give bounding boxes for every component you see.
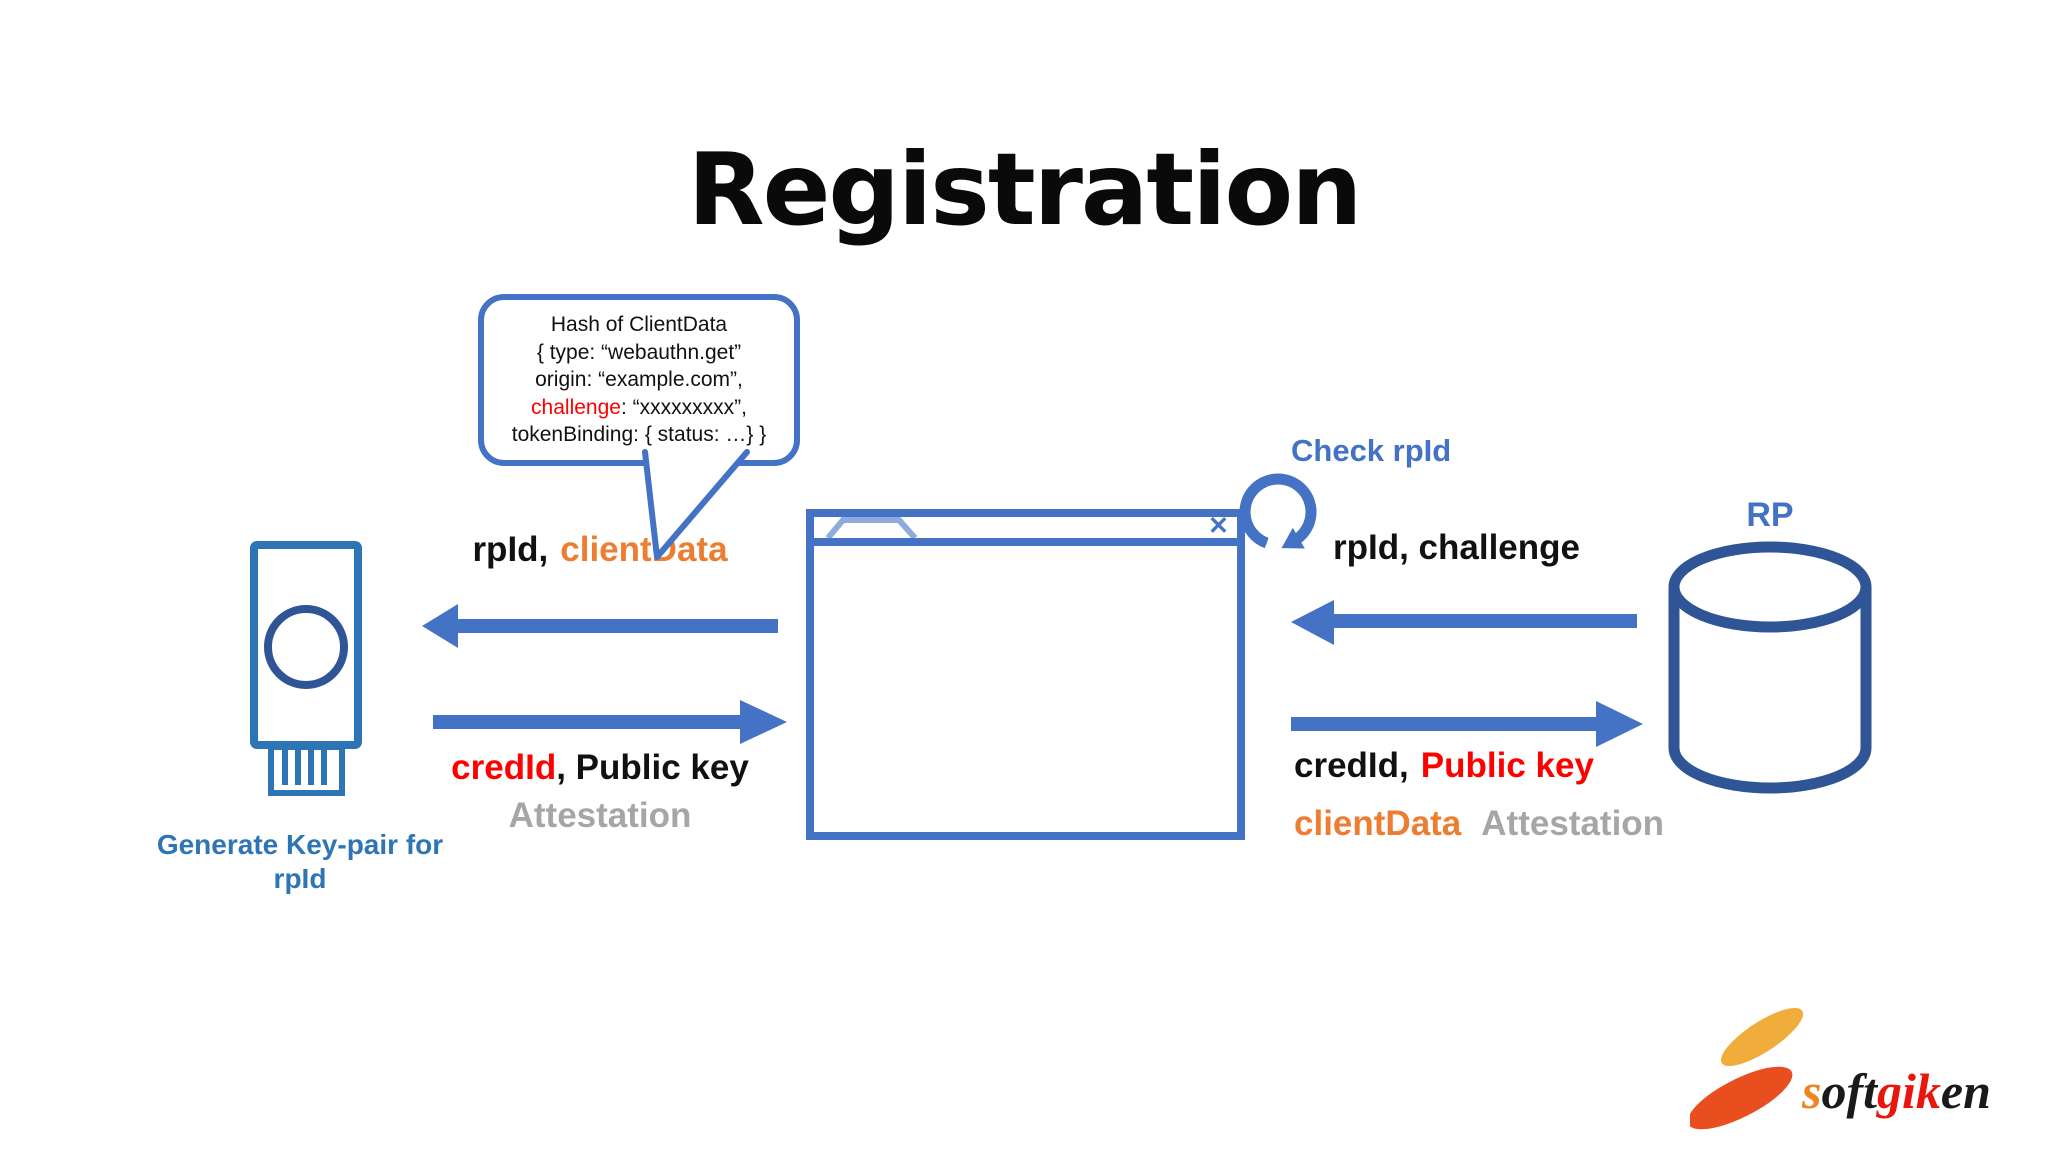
close-icon: ✕ bbox=[1208, 512, 1229, 540]
label-right-request: rpId, challenge bbox=[1333, 528, 1580, 567]
bubble-line: { type: “webauthn.get” bbox=[536, 340, 742, 364]
label-left-request: rpId,clientData bbox=[472, 530, 728, 569]
arrow-to-browser-icon bbox=[1291, 600, 1637, 645]
arrow-from-authenticator-icon bbox=[433, 700, 787, 744]
clientdata-text: clientData bbox=[560, 530, 728, 569]
bubble-challenge-text: challenge bbox=[531, 395, 621, 419]
arrow-to-rp-icon bbox=[1291, 701, 1643, 747]
attestation-text: Attestation bbox=[1481, 804, 1665, 843]
rp-database-icon bbox=[1668, 541, 1872, 794]
clientdata-text: clientData bbox=[1294, 804, 1462, 843]
key-button bbox=[264, 605, 348, 689]
bubble-line: tokenBinding: { status: …} } bbox=[511, 423, 767, 446]
publickey-text: Public key bbox=[1420, 746, 1594, 785]
page-title: Registration bbox=[687, 131, 1363, 248]
softgiken-logo-text: softgiken bbox=[1802, 1063, 1991, 1119]
bubble-line: origin: “example.com”, bbox=[535, 368, 743, 391]
speech-bubble: Hash of ClientData { type: “webauthn.get… bbox=[478, 294, 800, 466]
bubble-challenge-value: : “xxxxxxxxx”, bbox=[620, 395, 747, 419]
bubble-line: challenge: “xxxxxxxxx”, bbox=[484, 394, 794, 422]
security-key-icon bbox=[250, 541, 362, 796]
softgiken-logo-icon bbox=[1690, 1007, 1804, 1130]
authenticator-caption: Generate Key-pair for rpId bbox=[156, 829, 444, 894]
browser-titlebar: ✕ bbox=[814, 512, 1237, 546]
logo-ellipse-top bbox=[1720, 1007, 1804, 1067]
logo-ellipse-bottom bbox=[1690, 1066, 1793, 1130]
browser-tab-icon bbox=[825, 517, 918, 538]
arrow-to-authenticator-icon bbox=[422, 604, 778, 648]
browser-window-icon: ✕ bbox=[806, 509, 1245, 840]
rp-label: RP bbox=[1746, 496, 1794, 534]
credid-text: credId bbox=[451, 748, 557, 787]
bubble-line: Hash of ClientData bbox=[550, 313, 728, 336]
label-right-response-2: clientData Attestation bbox=[1294, 804, 1664, 844]
check-rpid-label: Check rpId bbox=[1291, 433, 1452, 468]
label-left-attestation: Attestation bbox=[508, 796, 692, 835]
key-usb-connector bbox=[268, 744, 345, 796]
check-rpid-loop-icon bbox=[1239, 473, 1317, 549]
label-right-response: credId,Public key bbox=[1294, 746, 1594, 785]
label-left-response: credId, Public key bbox=[451, 748, 749, 787]
